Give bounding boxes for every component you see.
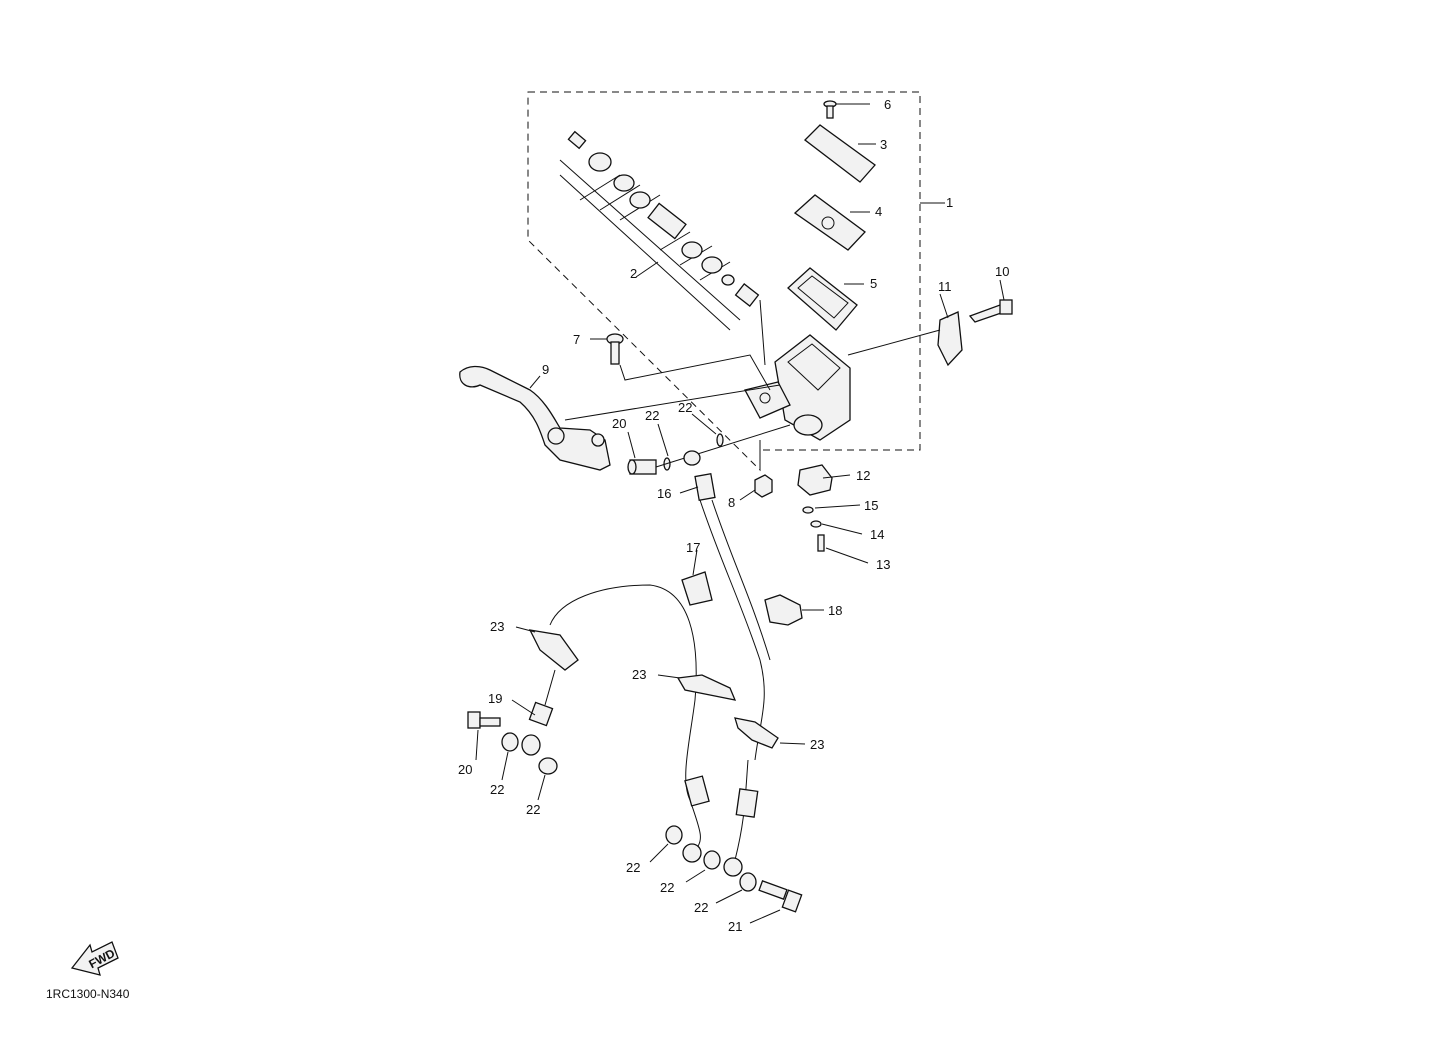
hose-clamp-18 — [764, 594, 803, 626]
screw-6 — [823, 100, 837, 119]
callout-11: 11 — [938, 279, 952, 294]
callout-8: 8 — [728, 495, 735, 510]
diaphragm-plate-4 — [793, 194, 866, 251]
callout-9: 9 — [542, 362, 549, 377]
callout-23-b: 23 — [632, 667, 646, 682]
union-bolt-21 — [758, 880, 803, 913]
reservoir-cap-3 — [804, 124, 876, 183]
callout-5: 5 — [870, 276, 877, 291]
callout-22-e: 22 — [626, 860, 640, 875]
callout-10: 10 — [995, 264, 1009, 279]
callout-13: 13 — [876, 557, 890, 572]
brake-switch-12 — [797, 464, 833, 496]
callout-20-lower: 20 — [458, 762, 472, 777]
callout-17: 17 — [686, 540, 700, 555]
callout-2: 2 — [630, 266, 637, 281]
brake-hose-16 — [683, 450, 771, 761]
leader-lines — [475, 103, 1005, 924]
diagram-code: 1RC1300-N340 — [46, 987, 130, 1001]
washer-14 — [810, 520, 822, 528]
callout-14: 14 — [870, 527, 884, 542]
washer-22-l2 — [538, 757, 558, 775]
washer-22-l1 — [501, 732, 519, 752]
banjo-bolt-20-lower — [467, 711, 501, 729]
brake-lever-9 — [459, 365, 611, 471]
hose-guide-17 — [681, 571, 713, 606]
callout-22-d: 22 — [526, 802, 540, 817]
clamp-23-right — [734, 717, 779, 749]
callout-12: 12 — [856, 468, 870, 483]
callout-7: 7 — [573, 332, 580, 347]
banjo-bolt-20-upper — [627, 424, 791, 475]
callout-18: 18 — [828, 603, 842, 618]
callout-22-c: 22 — [490, 782, 504, 797]
callout-6: 6 — [884, 97, 891, 112]
lower-hoses — [682, 759, 759, 877]
nut-8 — [754, 474, 773, 498]
holder-11 — [937, 311, 963, 367]
callout-3: 3 — [880, 137, 887, 152]
washer-15 — [802, 506, 814, 514]
callout-23-c: 23 — [810, 737, 824, 752]
washer-22-b1 — [665, 825, 683, 845]
callout-21: 21 — [728, 919, 742, 934]
callout-22-b: 22 — [678, 400, 692, 415]
diaphragm-5 — [787, 267, 858, 331]
screw-13 — [817, 534, 825, 552]
piston-kit — [559, 130, 766, 366]
callout-22-g: 22 — [694, 900, 708, 915]
bolt-10-head — [999, 299, 1013, 315]
callout-1: 1 — [946, 195, 953, 210]
clamp-23-mid — [676, 674, 737, 701]
callout-4: 4 — [875, 204, 882, 219]
bolt-10 — [968, 304, 1005, 323]
forward-arrow-icon: FWD — [70, 941, 119, 976]
washer-22-b2 — [703, 850, 721, 870]
washer-22-b3 — [739, 872, 757, 892]
callout-20-upper: 20 — [612, 416, 626, 431]
master-cylinder-body — [744, 334, 851, 441]
brake-hose-19 — [521, 584, 697, 801]
diaphragm-hole — [821, 216, 835, 230]
callout-22-f: 22 — [660, 880, 674, 895]
callout-23-a: 23 — [490, 619, 504, 634]
callout-22-a: 22 — [645, 408, 659, 423]
callout-19: 19 — [488, 691, 502, 706]
callout-15: 15 — [864, 498, 878, 513]
callout-16: 16 — [657, 486, 671, 501]
pivot-bolt-7 — [606, 333, 771, 391]
